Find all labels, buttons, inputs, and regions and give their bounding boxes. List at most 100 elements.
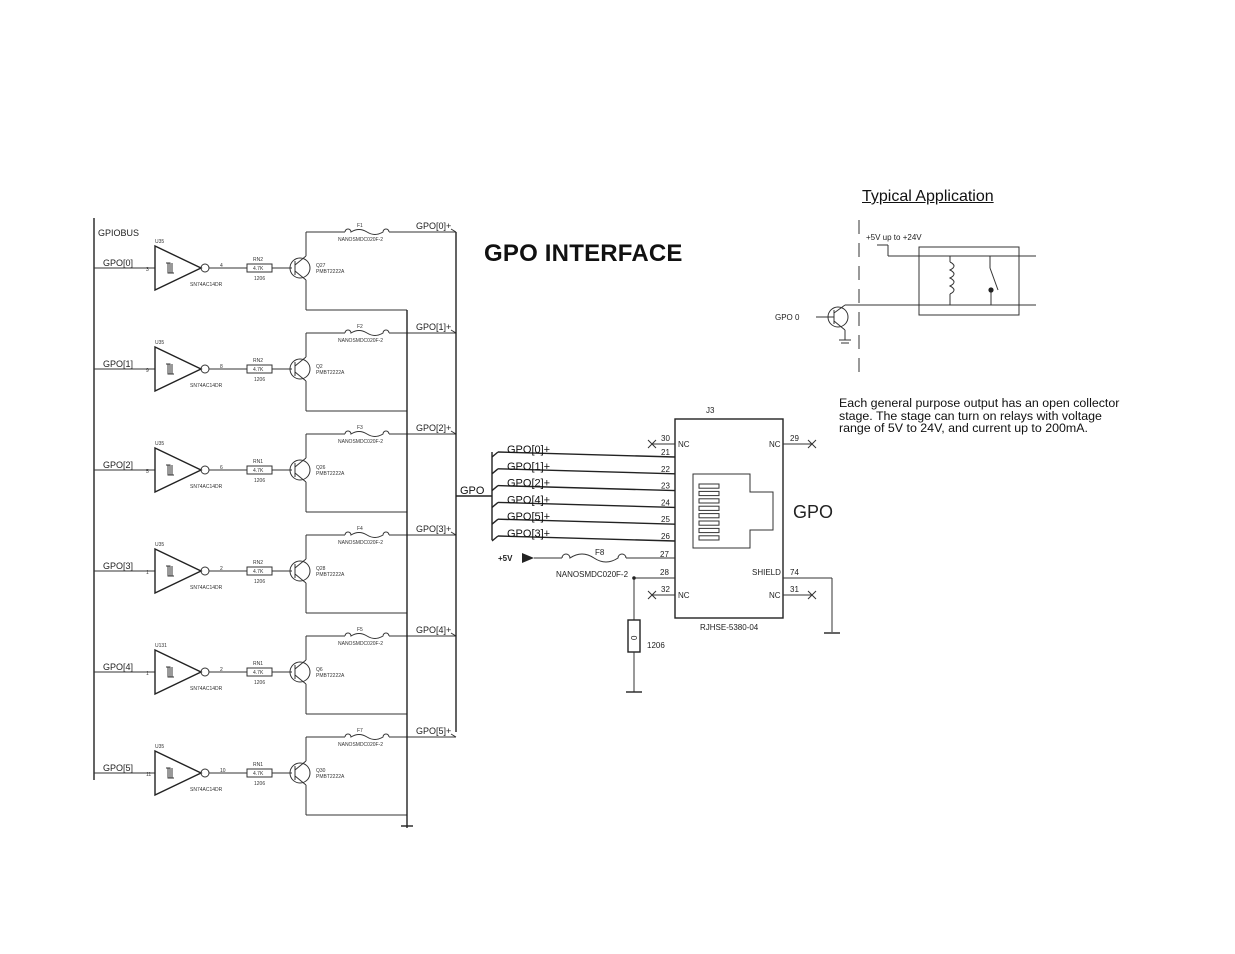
fuse-icon <box>344 531 390 538</box>
signal-label: GPO[2]+ <box>507 478 550 490</box>
input-label: GPO[3] <box>103 561 133 571</box>
transistor-emitter <box>294 371 307 382</box>
connector-signal: GPO[0]+21 <box>491 444 676 458</box>
schmitt-trigger-icon <box>166 565 174 577</box>
supply-arrow-icon <box>522 553 534 563</box>
resistor-package: 1206 <box>254 377 265 383</box>
bus-bundle-label: GPO <box>460 485 485 497</box>
transistor-icon <box>289 257 311 279</box>
nc-right-pin-2: 31 <box>790 585 799 594</box>
output-label: GPO[0]+ <box>416 221 451 231</box>
ic-in-pin: 5 <box>146 469 149 475</box>
resistor-value: 4.7K <box>253 367 264 373</box>
bus-entry <box>491 518 499 525</box>
connector-signal: GPO[2]+ 23 <box>491 478 676 492</box>
supply-range-label: +5V up to +24V <box>866 233 922 242</box>
schmitt-trigger-icon <box>166 666 174 678</box>
bus-entry <box>450 632 457 637</box>
jack-contact <box>698 513 720 519</box>
ic-out-pin: 8 <box>220 364 223 370</box>
transistor-emitter <box>294 270 307 281</box>
jack-contact <box>698 483 720 489</box>
ic-ref: U35 <box>155 239 164 245</box>
inverter-icon <box>154 648 203 696</box>
transistor-ref: Q30 <box>316 768 326 774</box>
inverter-icon <box>154 345 203 393</box>
fuse-ref: F2 <box>357 324 363 330</box>
supply-fuse-ref: F8 <box>595 548 605 557</box>
relay-coil-icon <box>948 256 955 305</box>
bus-entry <box>450 531 457 536</box>
ic-out-pin: 4 <box>220 263 223 269</box>
relay-switch-icon <box>988 256 999 305</box>
gpio-bus: GPIOBUS <box>93 218 139 780</box>
connector-signal: GPO[5]+25 <box>491 511 676 525</box>
connector-signals: GPO[0]+21GPO[1]+22GPO[2]+23GPO[4]+24GPO[… <box>491 444 676 542</box>
nc-cross-icon <box>647 590 657 600</box>
fuse-part: NANOSMDC020F-2 <box>338 540 383 546</box>
resistor-package: 1206 <box>254 478 265 484</box>
output-label: GPO[4]+ <box>416 625 451 635</box>
gpo-channel: GPO[2]5U35SN74AC14DR6RN14.7K1206Q26PMBT2… <box>94 423 457 513</box>
inverter-icon <box>154 547 203 595</box>
transistor-emitter <box>294 472 307 483</box>
transistor-icon <box>289 358 311 380</box>
connector-part: RJHSE-5380-04 <box>700 623 759 632</box>
transistor-ref: Q26 <box>316 465 326 471</box>
transistor-ref: Q27 <box>316 263 326 269</box>
schmitt-trigger-icon <box>166 262 174 274</box>
bus-name: GPIOBUS <box>98 228 139 238</box>
ic-part: SN74AC14DR <box>190 282 223 288</box>
junction-dot <box>632 576 636 580</box>
page-title: GPO INTERFACE <box>484 240 683 267</box>
transistor-emitter <box>294 573 307 584</box>
ic-out-pin: 10 <box>220 768 226 774</box>
gpo-output-bus: GPO <box>401 232 492 828</box>
nc-left-pin-2: 32 <box>661 585 670 594</box>
transistor-ref: Q6 <box>316 667 323 673</box>
transistor-icon <box>816 304 851 344</box>
fuse-part: NANOSMDC020F-2 <box>338 237 383 243</box>
signal-label: GPO[3]+ <box>507 528 550 540</box>
fuse-part: NANOSMDC020F-2 <box>338 338 383 344</box>
jack-contact <box>698 535 720 541</box>
signal-pin: 23 <box>661 482 670 491</box>
transistor-icon <box>289 762 311 784</box>
nc-right-label-1: NC <box>769 440 781 449</box>
transistor-icon <box>289 560 311 582</box>
resistor-package: 1206 <box>254 276 265 282</box>
jack-contact <box>698 490 720 497</box>
fuse-ref: F4 <box>357 526 363 532</box>
resistor-package: 1206 <box>254 680 265 686</box>
jack-contact <box>698 498 720 504</box>
signal-wire <box>497 484 676 492</box>
nc-cross-icon <box>647 439 657 449</box>
connector-ref: J3 <box>706 406 715 415</box>
connector-signal: GPO[3]+26 <box>491 528 676 542</box>
signal-pin: 22 <box>661 465 670 474</box>
signal-wire <box>497 468 676 475</box>
fuse-icon <box>344 733 390 740</box>
signal-wire <box>497 451 676 458</box>
fuse-icon <box>344 430 390 437</box>
ic-part: SN74AC14DR <box>190 686 223 692</box>
bus-entry <box>491 485 499 492</box>
transistor-icon <box>289 661 311 683</box>
ic-in-pin: 11 <box>146 772 151 778</box>
gpo-channel: GPO[0]3U35SN74AC14DR4RN24.7K1206Q27PMBT2… <box>94 221 457 311</box>
transistor-collector <box>294 760 307 771</box>
schmitt-trigger-icon <box>166 464 174 476</box>
transistor-part: PMBT2222A <box>316 673 345 679</box>
fuse-part: NANOSMDC020F-2 <box>338 641 383 647</box>
typical-application-circuit: +5V up to +24V GPO 0 <box>775 220 1036 380</box>
transistor-collector <box>294 255 307 266</box>
relay-body <box>918 246 1020 316</box>
output-label: GPO[5]+ <box>416 726 451 736</box>
nc-right-label-2: NC <box>769 591 781 600</box>
nc-left-label-1: NC <box>678 440 690 449</box>
input-label: GPO[0] <box>103 258 133 268</box>
signal-pin: 24 <box>661 498 670 507</box>
nc-left-label-2: NC <box>678 591 690 600</box>
fuse-ref: F5 <box>357 627 363 633</box>
